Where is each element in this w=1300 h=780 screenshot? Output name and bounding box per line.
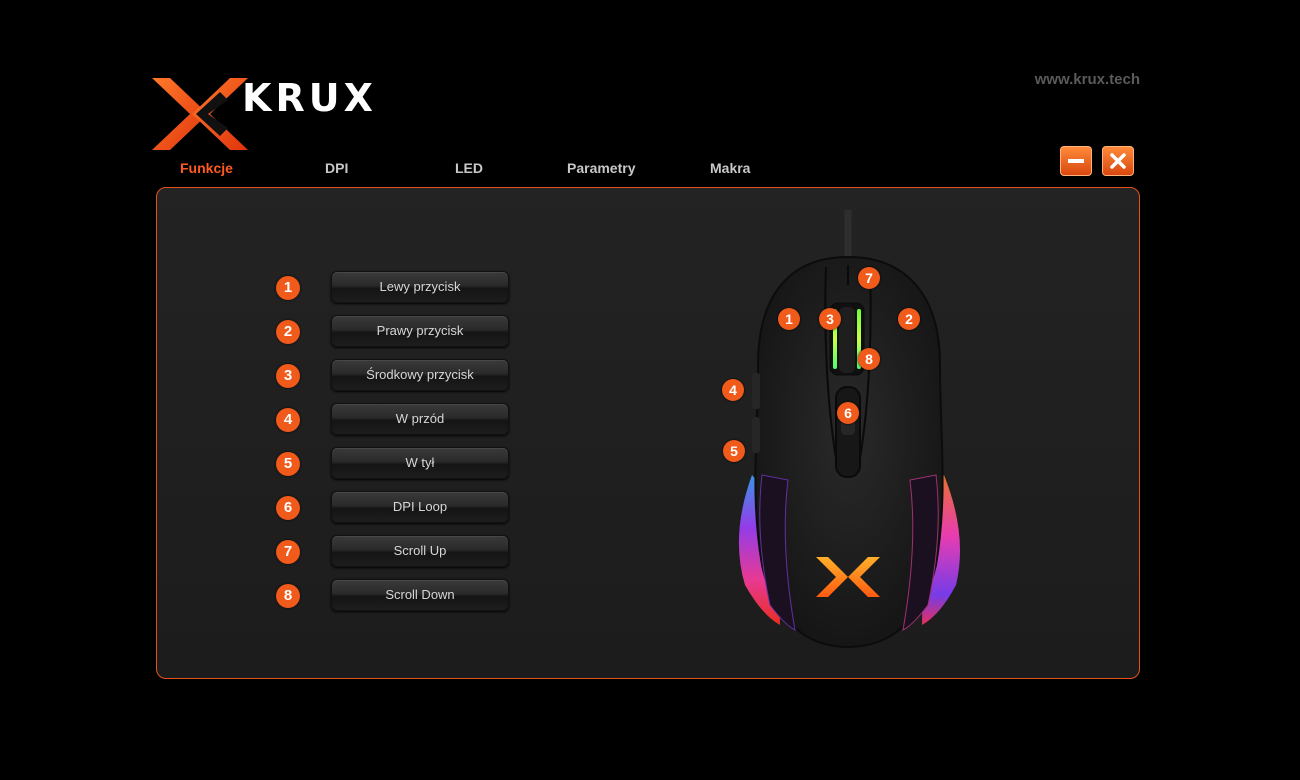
function-row-3: 3 Środkowy przycisk xyxy=(276,359,516,393)
number-badge: 4 xyxy=(276,408,300,432)
function-row-1: 1 Lewy przycisk xyxy=(276,271,516,305)
middle-button-assign[interactable]: Środkowy przycisk xyxy=(331,359,509,391)
functions-panel xyxy=(156,187,1140,679)
number-badge: 8 xyxy=(276,584,300,608)
mouse-marker-5[interactable]: 5 xyxy=(723,440,745,462)
close-icon xyxy=(1110,153,1126,169)
number-badge: 6 xyxy=(276,496,300,520)
left-button-assign[interactable]: Lewy przycisk xyxy=(331,271,509,303)
function-row-7: 7 Scroll Up xyxy=(276,535,516,569)
krux-logo xyxy=(152,78,248,150)
function-row-2: 2 Prawy przycisk xyxy=(276,315,516,349)
function-row-4: 4 W przód xyxy=(276,403,516,437)
scroll-down-assign[interactable]: Scroll Down xyxy=(331,579,509,611)
tab-makra[interactable]: Makra xyxy=(710,160,751,176)
mouse-marker-2[interactable]: 2 xyxy=(898,308,920,330)
mouse-marker-3[interactable]: 3 xyxy=(819,308,841,330)
tab-led[interactable]: LED xyxy=(455,160,483,176)
mouse-image xyxy=(738,210,960,649)
brand-name: KRUX xyxy=(242,76,377,120)
scroll-up-assign[interactable]: Scroll Up xyxy=(331,535,509,567)
minimize-icon xyxy=(1068,159,1084,163)
number-badge: 3 xyxy=(276,364,300,388)
mouse-marker-1[interactable]: 1 xyxy=(778,308,800,330)
function-row-8: 8 Scroll Down xyxy=(276,579,516,613)
forward-button-assign[interactable]: W przód xyxy=(331,403,509,435)
function-row-5: 5 W tył xyxy=(276,447,516,481)
mouse-marker-4[interactable]: 4 xyxy=(722,379,744,401)
mouse-marker-6[interactable]: 6 xyxy=(837,402,859,424)
number-badge: 2 xyxy=(276,320,300,344)
mouse-marker-7[interactable]: 7 xyxy=(858,267,880,289)
website-url[interactable]: www.krux.tech xyxy=(1034,71,1140,88)
close-button[interactable] xyxy=(1102,146,1134,176)
tab-parametry[interactable]: Parametry xyxy=(567,160,636,176)
mouse-diagram: 1 2 3 4 5 6 7 8 xyxy=(700,205,1000,665)
dpi-loop-assign[interactable]: DPI Loop xyxy=(331,491,509,523)
back-button-assign[interactable]: W tył xyxy=(331,447,509,479)
number-badge: 1 xyxy=(276,276,300,300)
function-row-6: 6 DPI Loop xyxy=(276,491,516,525)
main-tabs: Funkcje DPI LED Parametry Makra xyxy=(160,160,780,182)
tab-funkcje[interactable]: Funkcje xyxy=(180,160,233,176)
minimize-button[interactable] xyxy=(1060,146,1092,176)
number-badge: 7 xyxy=(276,540,300,564)
number-badge: 5 xyxy=(276,452,300,476)
mouse-marker-8[interactable]: 8 xyxy=(858,348,880,370)
right-button-assign[interactable]: Prawy przycisk xyxy=(331,315,509,347)
tab-dpi[interactable]: DPI xyxy=(325,160,349,176)
